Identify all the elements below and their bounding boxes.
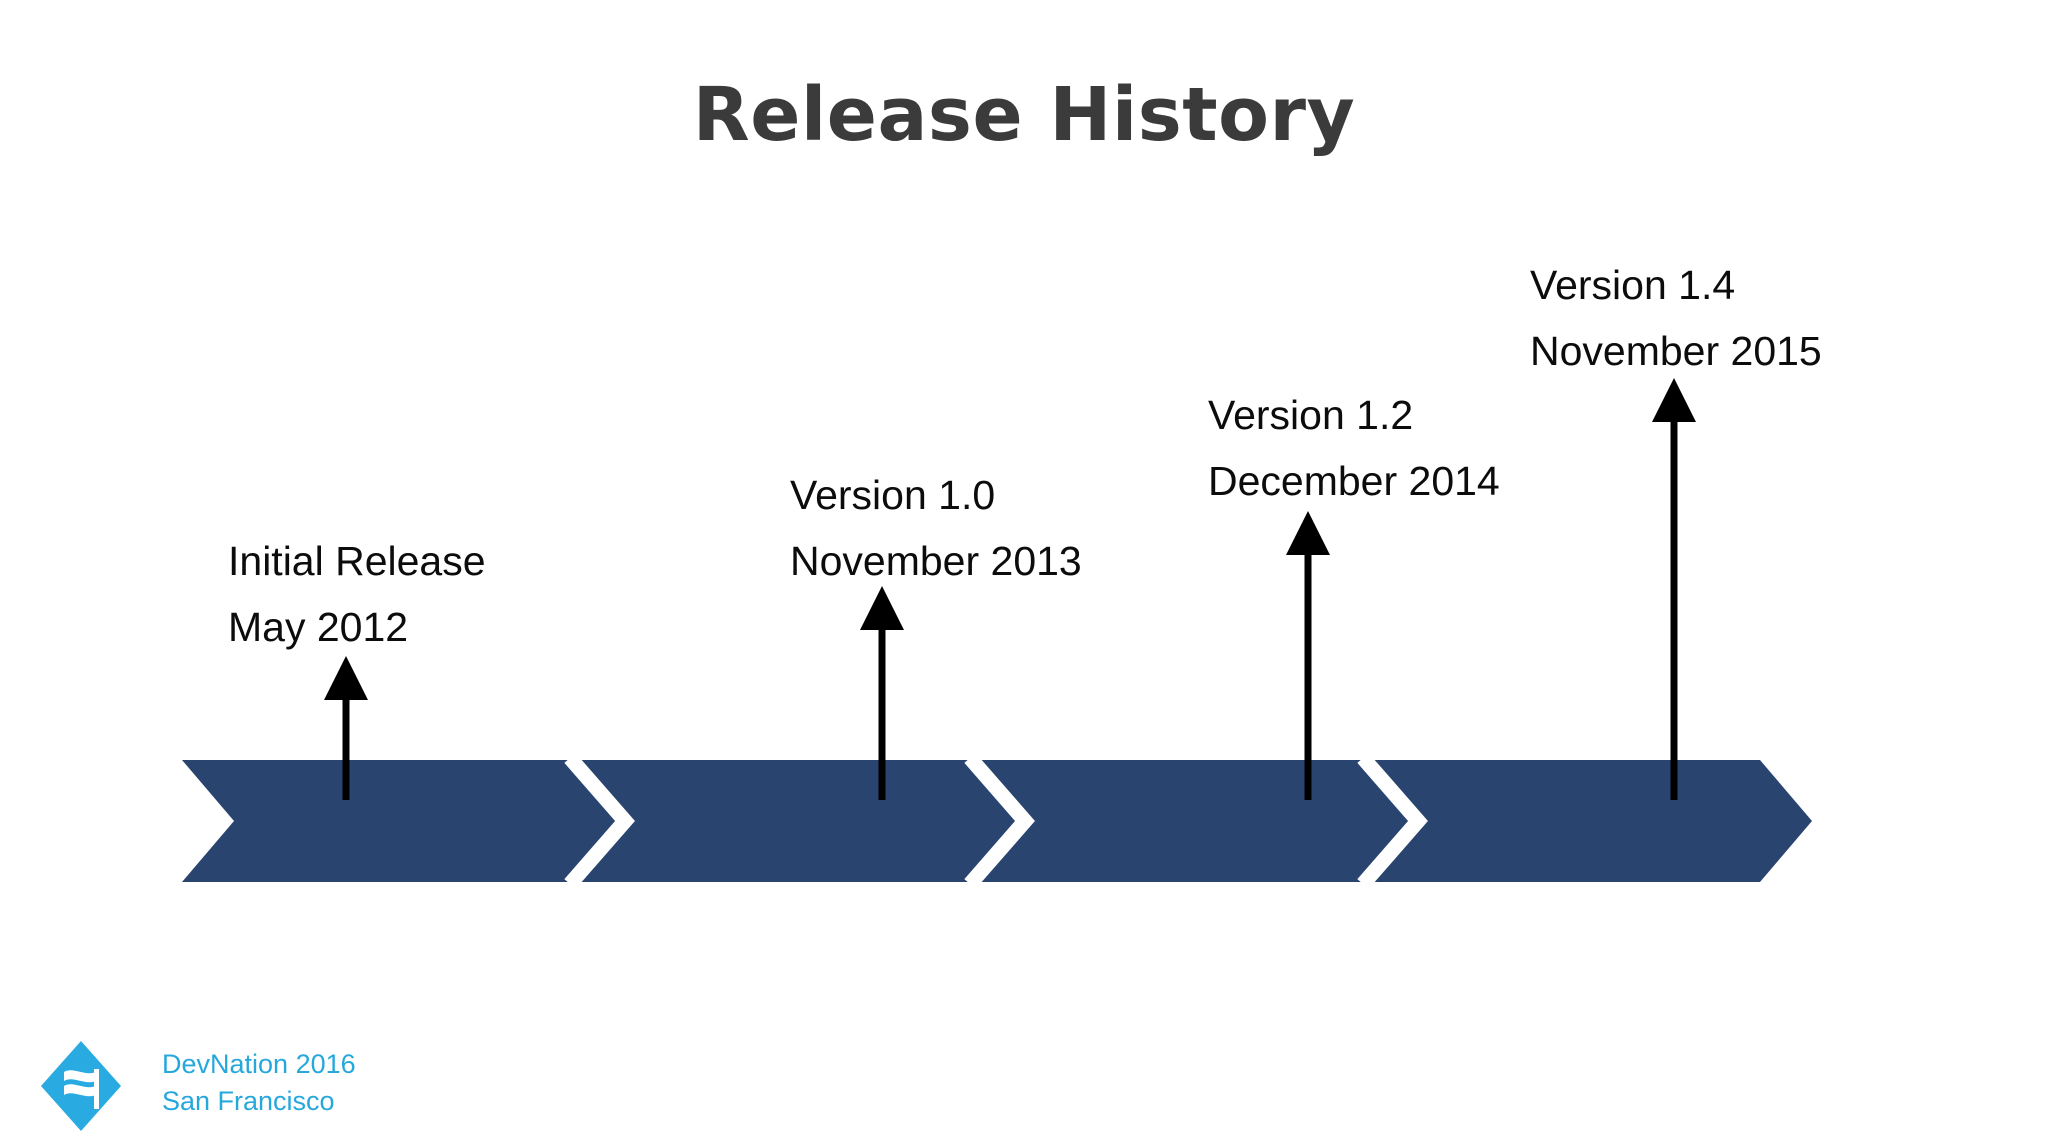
page-title: Release History [692,72,1356,158]
milestone-date: November 2013 [790,538,1082,584]
timeline-chevron-bar [182,753,1812,889]
devnation-logo: DevNation 2016 San Francisco [38,1036,368,1140]
brand-text: DevNation 2016 San Francisco [162,1046,356,1120]
milestone-arrow-initial-release [324,656,368,800]
chevron-separator-3 [1357,753,1428,889]
chevron-bar-body [182,760,1812,882]
milestone-label-initial-release: Initial Release May 2012 [228,528,486,660]
chevron-separator-1 [564,753,635,889]
brand-line-2: San Francisco [162,1086,335,1116]
milestone-title: Initial Release [228,538,486,584]
milestone-title: Version 1.4 [1530,262,1736,308]
milestone-arrow-version-1-2 [1286,511,1330,800]
chevron-separator-2 [964,753,1035,889]
milestone-arrow-version-1-4 [1652,378,1696,800]
milestone-label-version-1-4: Version 1.4 November 2015 [1530,252,1822,384]
devnation-flag-diamond-icon [41,1041,121,1131]
milestone-date: December 2014 [1208,458,1500,504]
milestone-title: Version 1.2 [1208,392,1414,438]
milestone-arrow-version-1-0 [860,586,904,800]
milestone-date: November 2015 [1530,328,1822,374]
milestone-date: May 2012 [228,604,409,650]
milestone-label-version-1-0: Version 1.0 November 2013 [790,462,1082,594]
milestone-label-version-1-2: Version 1.2 December 2014 [1208,382,1500,514]
brand-line-1: DevNation 2016 [162,1049,356,1079]
milestone-title: Version 1.0 [790,472,996,518]
